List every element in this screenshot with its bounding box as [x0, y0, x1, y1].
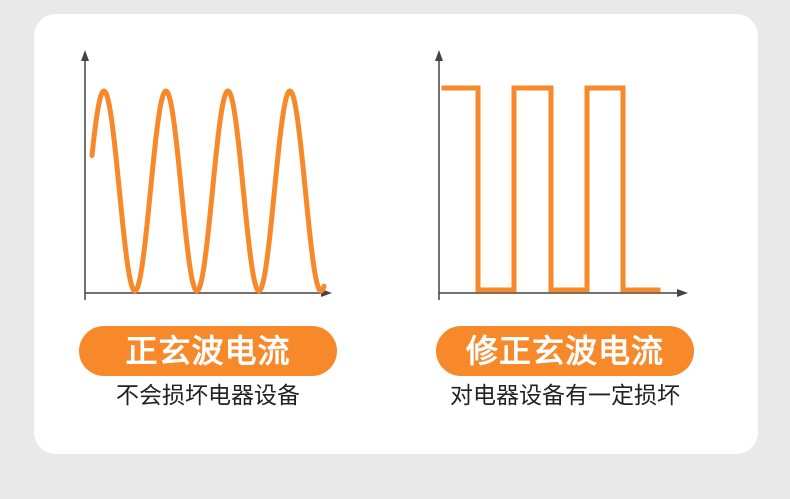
sine-waveform [89, 88, 327, 294]
sine-wave-panel: 正玄波电流 不会损坏电器设备 [34, 14, 396, 454]
square-waveform [441, 85, 661, 293]
sine-wave-description: 不会损坏电器设备 [116, 383, 300, 409]
square-wave-diagram [435, 50, 688, 300]
y-axis [81, 50, 89, 300]
sine-wave-label: 正玄波电流 [79, 326, 337, 376]
square-wave-panel: 修正玄波电流 对电器设备有一定损坏 [396, 14, 758, 454]
sine-wave-diagram [81, 50, 332, 300]
x-axis [439, 289, 688, 297]
y-axis [435, 50, 443, 300]
comparison-card: 正玄波电流 不会损坏电器设备 修正玄波电流 对电器设备有一定损坏 [34, 14, 758, 454]
square-wave-description: 对电器设备有一定损坏 [450, 383, 680, 409]
x-axis [85, 289, 332, 297]
square-wave-label: 修正玄波电流 [436, 326, 694, 376]
